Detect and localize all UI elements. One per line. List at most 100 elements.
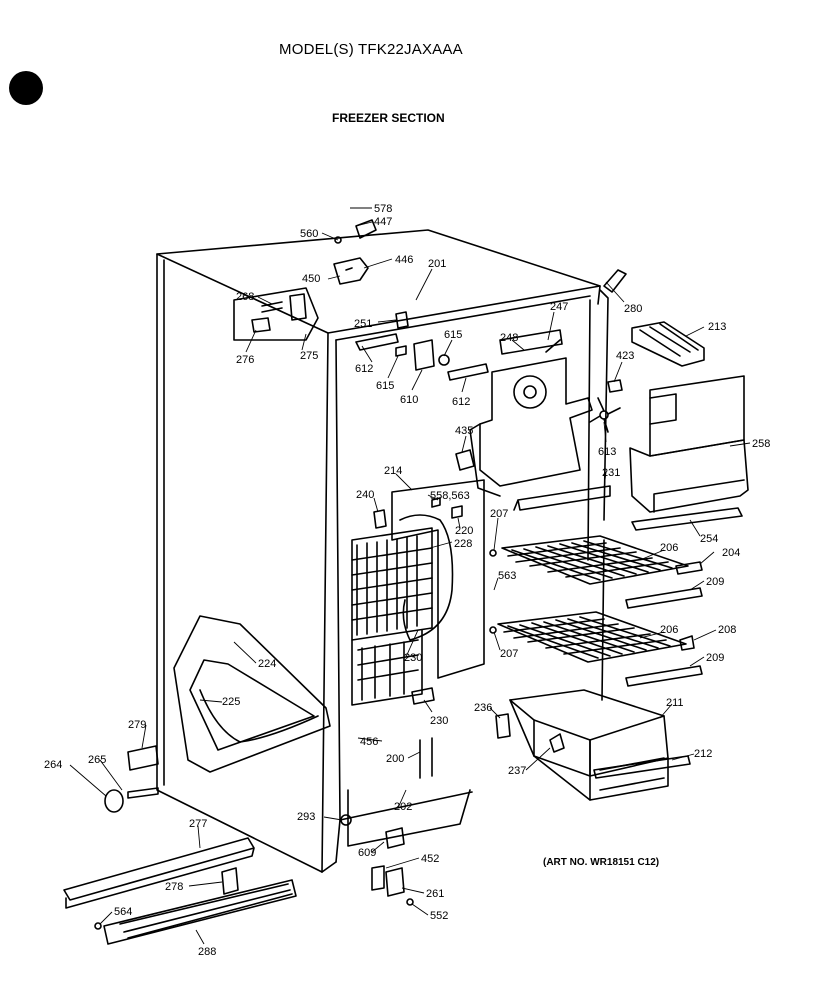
label-279: 279 [128,719,146,731]
part-261 [385,867,405,897]
label-610: 610 [400,394,418,406]
leader-lines [69,207,751,945]
part-610 [413,339,435,371]
label-450: 450 [302,273,320,285]
part-564 [94,922,102,930]
part-200 [419,737,433,779]
label-446: 446 [395,254,413,266]
label-613: 613 [598,446,616,458]
label-609: 609 [358,847,376,859]
part-208 [679,635,695,651]
part-278 [221,867,239,895]
part-279 [127,745,159,771]
ice-tray-213 [631,321,705,367]
label-230-lower: 230 [430,715,448,727]
label-264: 264 [44,759,62,771]
label-207-lower: 207 [500,648,518,660]
part-220 [451,505,463,519]
label-247: 247 [550,301,568,313]
label-280: 280 [624,303,642,315]
label-209-lower: 209 [706,652,724,664]
part-265 [127,787,159,799]
label-224: 224 [258,658,276,670]
label-202: 202 [394,801,412,813]
label-200: 200 [386,753,404,765]
parts-group-268-275 [233,287,319,341]
label-207-upper: 207 [490,508,508,520]
part-204 [675,561,703,575]
part-number-labels: 578 447 560 446 450 201 280 268 251 247 … [44,203,770,958]
art-number: (ART NO. WR18151 C12) [543,857,660,868]
label-240: 240 [356,489,374,501]
label-204: 204 [722,547,740,559]
label-288: 288 [198,946,216,958]
label-214: 214 [384,465,402,477]
bracket-231 [513,485,611,511]
hole-punch-mark [9,71,43,105]
label-212: 212 [694,748,712,760]
part-240 [373,509,387,529]
section-title: FREEZER SECTION [332,111,445,125]
label-564: 564 [114,906,132,918]
label-265: 265 [88,754,106,766]
part-423 [607,379,623,393]
label-231: 231 [602,467,620,479]
label-209-upper: 209 [706,576,724,588]
part-207a [489,549,497,557]
label-275: 275 [300,350,318,362]
label-236: 236 [474,702,492,714]
panel-258 [629,375,749,513]
label-276: 276 [236,354,254,366]
evaporator-coil [351,527,433,706]
part-230b [411,687,435,705]
label-228: 228 [454,538,472,550]
label-261: 261 [426,888,444,900]
label-615-upper: 615 [444,329,462,341]
label-563: 563 [498,570,516,582]
label-447: 447 [374,216,392,228]
label-208: 208 [718,624,736,636]
evaporator-cover-hole [431,497,441,508]
part-237 [549,733,565,753]
label-254: 254 [700,533,718,545]
label-237: 237 [508,765,526,777]
light-housing-446 [333,219,377,285]
label-293: 293 [297,811,315,823]
label-552: 552 [430,910,448,922]
part-251 [395,311,409,329]
fan-blade-613 [589,397,621,433]
part-612b [447,363,489,381]
label-612-left: 612 [355,363,373,375]
label-277: 277 [189,818,207,830]
label-578: 578 [374,203,392,215]
part-264 [104,789,124,813]
label-278: 278 [165,881,183,893]
label-211: 211 [666,697,684,709]
shelf-front-209b [625,665,703,687]
defrost-heater-228 [399,514,454,641]
part-615a [395,345,407,357]
part-552 [406,898,414,906]
label-201: 201 [428,258,446,270]
shelf-front-209a [625,587,703,609]
label-213: 213 [708,321,726,333]
label-206-upper: 206 [660,542,678,554]
rail-277 [63,837,255,909]
strip-254 [631,507,743,531]
label-423: 423 [616,350,634,362]
model-title: MODEL(S) TFK22JAXAAA [279,41,463,58]
label-258: 258 [752,438,770,450]
label-435: 435 [455,425,473,437]
part-452 [371,865,385,891]
fan-shroud-assembly [469,329,593,497]
part-280 [603,269,627,293]
label-225: 225 [222,696,240,708]
wire-shelf-upper [501,535,689,585]
label-558-563: 558,563 [430,490,470,502]
part-207b [489,626,497,634]
label-230-upper: 230 [404,652,422,664]
label-251: 251 [354,318,372,330]
grille-288 [103,879,297,945]
